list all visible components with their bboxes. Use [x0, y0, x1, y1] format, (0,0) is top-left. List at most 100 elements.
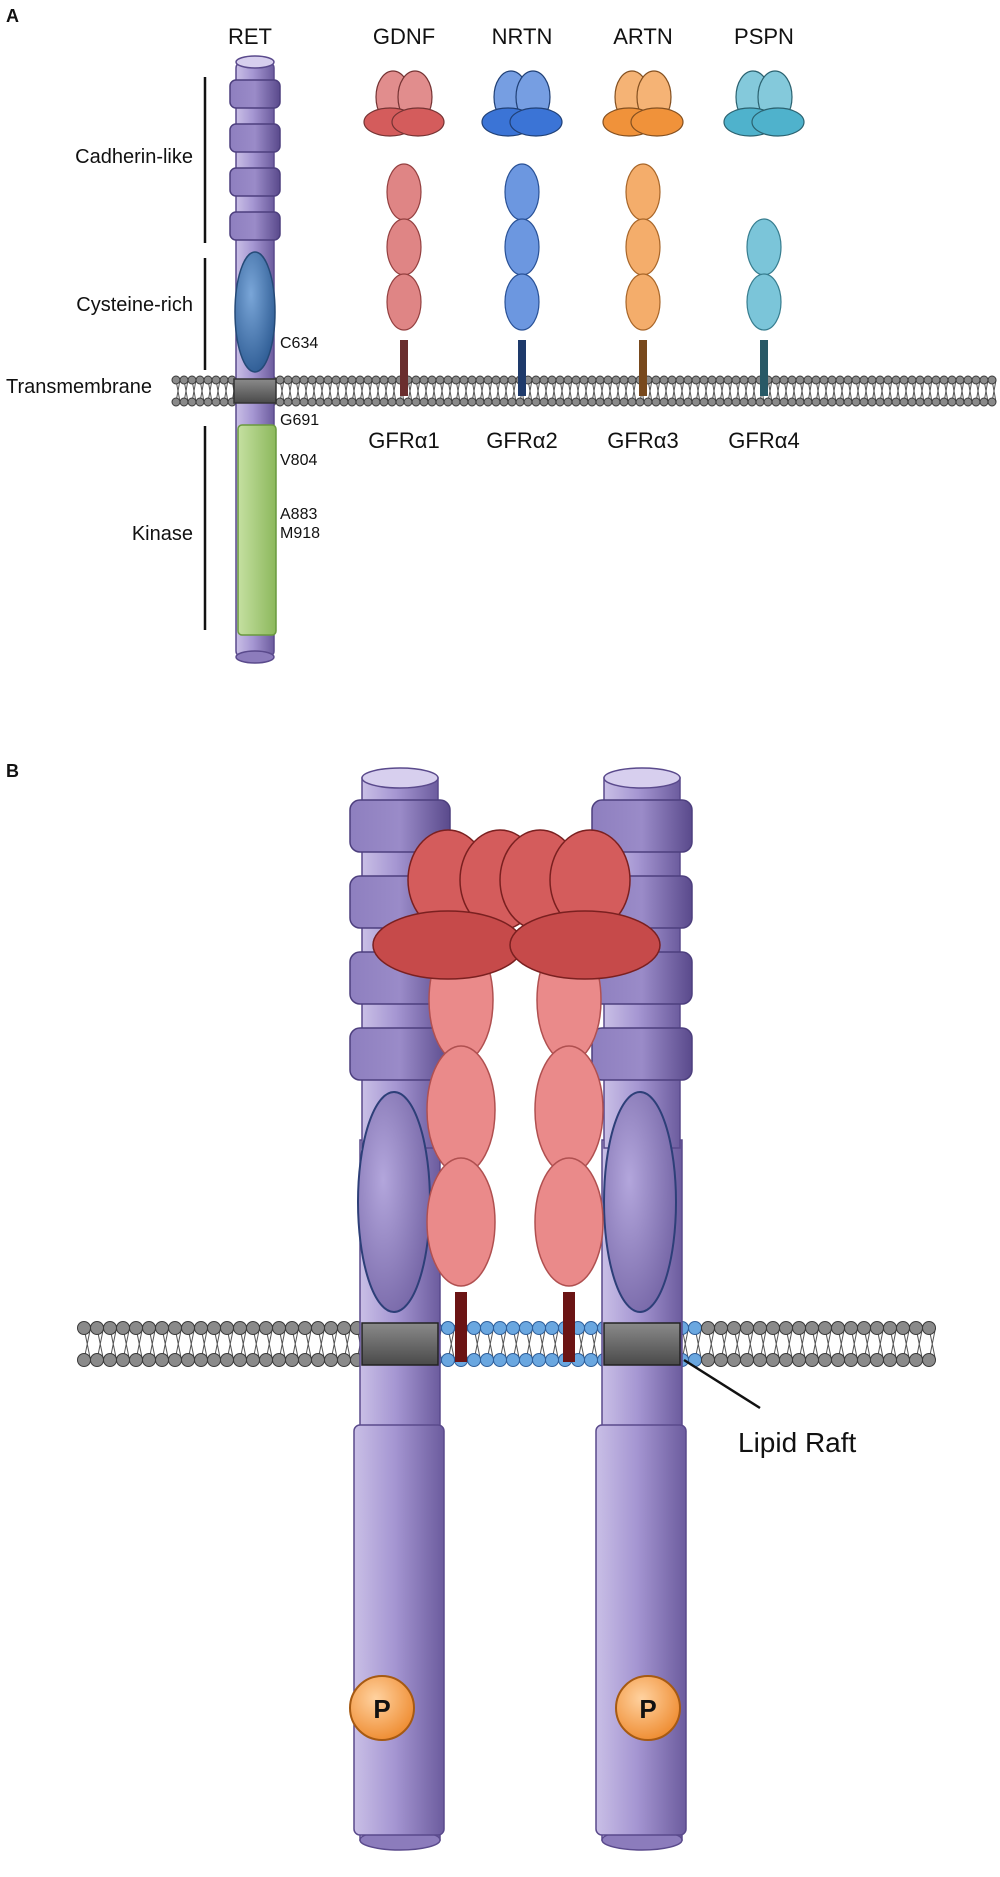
lipid-head: [285, 1353, 299, 1367]
membrane-a: [171, 375, 997, 407]
lipid-raft-pointer: [683, 1358, 761, 1410]
lipid-head: [545, 1353, 559, 1367]
lipid-head: [867, 397, 877, 407]
lipid-head: [701, 1353, 715, 1367]
lipid-head: [129, 1353, 143, 1367]
lipid-head: [168, 1321, 182, 1335]
lipid-head: [211, 397, 221, 407]
lipid-head: [547, 375, 557, 385]
lipid-head: [659, 397, 669, 407]
lipid-head: [571, 397, 581, 407]
lipid-head: [859, 397, 869, 407]
lipid-head: [411, 397, 421, 407]
lipid-head: [219, 397, 229, 407]
lipid-head: [971, 397, 981, 407]
lipid-head: [691, 375, 701, 385]
lipid-head: [787, 375, 797, 385]
lipid-head: [347, 375, 357, 385]
lipid-head: [459, 397, 469, 407]
ret-bottom-cap: [235, 650, 275, 664]
lipid-head: [859, 375, 869, 385]
receptor-name-gfra1: GFRα1: [368, 428, 439, 453]
lipid-head: [539, 397, 549, 407]
gfra3-coreceptor: [625, 163, 661, 396]
lipid-head: [195, 375, 205, 385]
lipid-head: [714, 1353, 728, 1367]
lipid-head: [443, 375, 453, 385]
cadherin-repeat-1: [229, 79, 281, 109]
lipid-head: [659, 375, 669, 385]
lipid-head: [909, 1321, 923, 1335]
lipid-head: [731, 375, 741, 385]
gfra-domain: [386, 163, 422, 221]
lipid-head: [707, 397, 717, 407]
cadherin-repeat-4: [229, 211, 281, 241]
lipid-head: [915, 375, 925, 385]
lipid-head: [851, 397, 861, 407]
lipid-head: [603, 375, 613, 385]
lipid-head: [379, 397, 389, 407]
lipid-head: [324, 1353, 338, 1367]
lipid-head: [311, 1321, 325, 1335]
lipid-head: [627, 375, 637, 385]
lipid-head: [795, 375, 805, 385]
lipid-head: [818, 1353, 832, 1367]
lipid-head: [545, 1321, 559, 1335]
lipid-head: [507, 375, 517, 385]
lipid-head: [467, 375, 477, 385]
ret-right-kinase: [595, 1424, 687, 1836]
lipid-head: [532, 1353, 546, 1367]
lipid-head: [792, 1321, 806, 1335]
gdnf-b-base-left: [372, 910, 524, 980]
lipid-head: [459, 375, 469, 385]
lipid-head: [843, 375, 853, 385]
lipid-head: [363, 397, 373, 407]
lipid-head: [283, 397, 293, 407]
lipid-head: [851, 375, 861, 385]
lipid-head: [922, 1321, 936, 1335]
lipid-head: [891, 375, 901, 385]
receptor-name-gfra2: GFRα2: [486, 428, 557, 453]
lipid-head: [203, 397, 213, 407]
lipid-head: [371, 397, 381, 407]
lipid-head: [805, 1321, 819, 1335]
ret-left-top-cap: [361, 767, 439, 789]
lipid-head: [171, 375, 181, 385]
lipid-head: [77, 1353, 91, 1367]
gfra-stalk: [400, 340, 408, 396]
lipid-head: [507, 397, 517, 407]
lipid-head: [691, 397, 701, 407]
ret-right-transmembrane: [603, 1322, 681, 1366]
lipid-head: [811, 397, 821, 407]
lipid-head: [519, 1353, 533, 1367]
lipid-head: [683, 397, 693, 407]
ret-right-top-cap: [603, 767, 681, 789]
transmembrane-domain: [233, 378, 277, 404]
lipid-head: [187, 375, 197, 385]
lipid-head: [779, 1321, 793, 1335]
lipid-head: [818, 1321, 832, 1335]
lipid-head: [755, 397, 765, 407]
gfra2-coreceptor: [504, 163, 540, 396]
ret-right-cadherin-1: [591, 799, 693, 853]
lipid-head: [899, 375, 909, 385]
lipid-head: [819, 375, 829, 385]
lipid-head: [116, 1321, 130, 1335]
mutation-g691: G691: [280, 412, 319, 429]
lipid-head: [931, 375, 941, 385]
gdnf-dimer-bound: [372, 829, 661, 980]
lipid-head: [883, 1353, 897, 1367]
lipid-head: [467, 397, 477, 407]
lipid-head: [116, 1353, 130, 1367]
lipid-head: [883, 375, 893, 385]
lipid-head: [811, 375, 821, 385]
lipid-head: [667, 375, 677, 385]
lipid-head: [579, 375, 589, 385]
lipid-head: [194, 1321, 208, 1335]
lipid-head: [584, 1353, 598, 1367]
lipid-head: [922, 1353, 936, 1367]
lipid-head: [675, 397, 685, 407]
lipid-head: [883, 1321, 897, 1335]
panel-a-letter: A: [6, 6, 19, 26]
lipid-head: [955, 397, 965, 407]
